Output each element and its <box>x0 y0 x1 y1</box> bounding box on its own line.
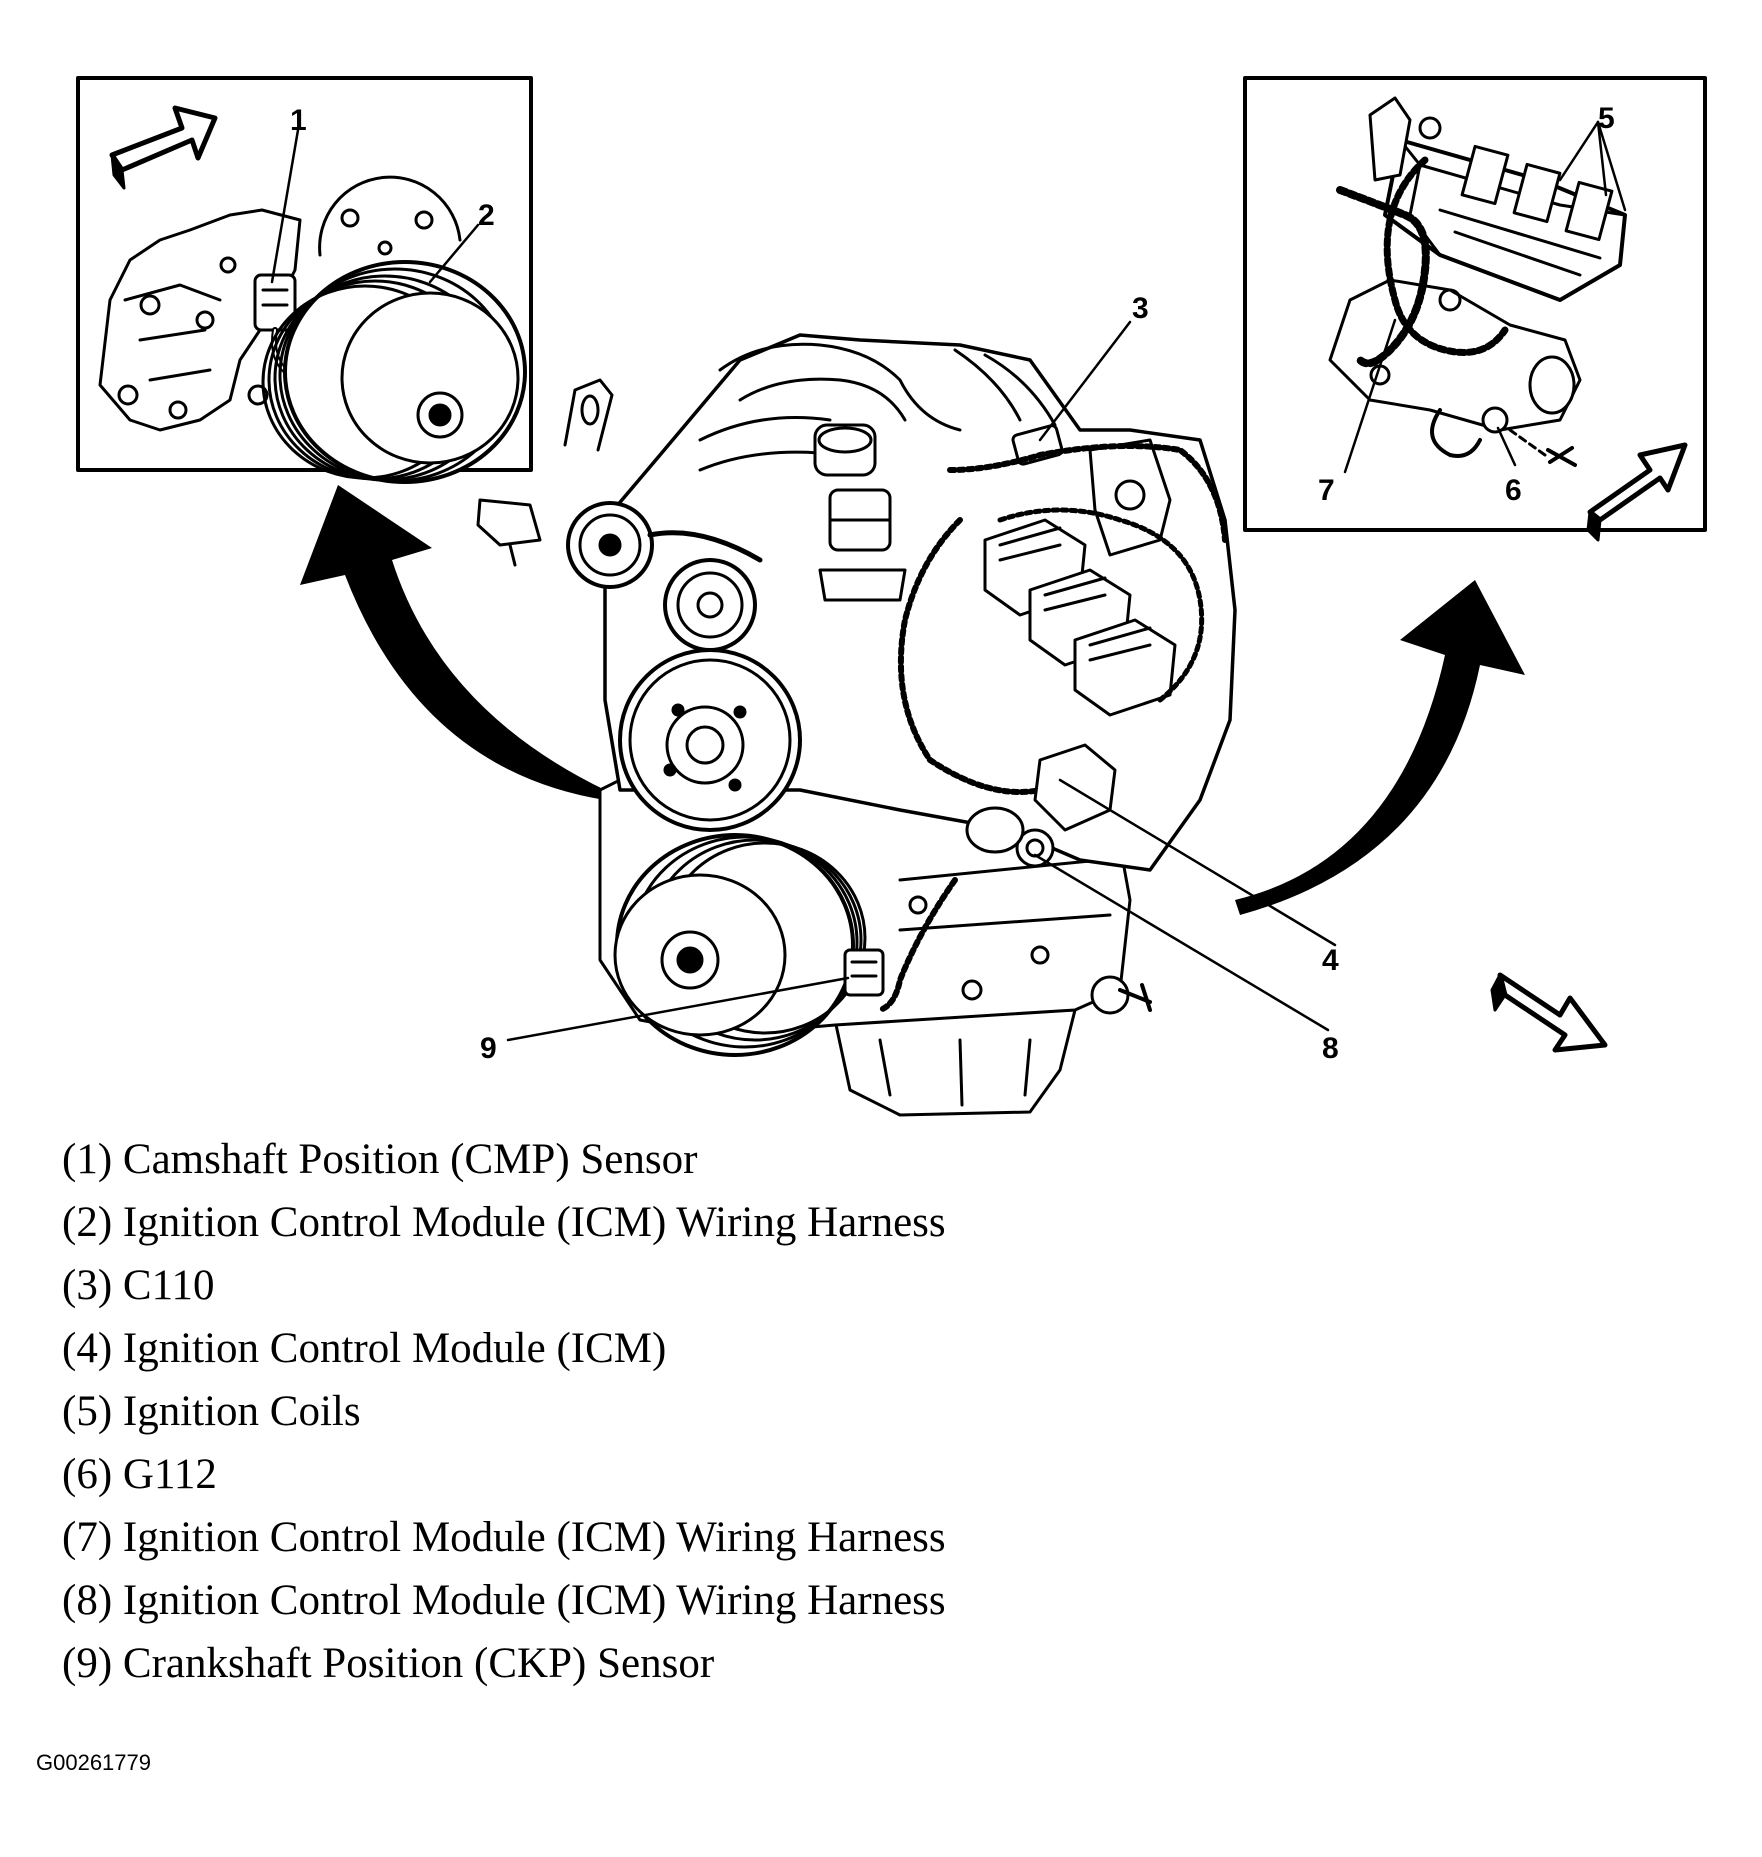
right-inset-view: 5 7 6 <box>1243 76 1707 542</box>
ignition-coil <box>983 518 1177 717</box>
callout-4: 4 <box>1322 944 1339 977</box>
callout-2: 2 <box>478 199 495 232</box>
direction-arrow-icon <box>1587 442 1688 523</box>
legend-item: (8) Ignition Control Module (ICM) Wiring… <box>62 1577 946 1624</box>
callout-1: 1 <box>290 104 307 137</box>
crankshaft-sensor <box>843 948 885 997</box>
direction-arrow-icon <box>109 105 218 173</box>
pulley <box>261 260 527 484</box>
direction-arrow-icon <box>1497 972 1608 1053</box>
legend-item: (4) Ignition Control Module (ICM) <box>62 1325 667 1372</box>
engine-diagram: 1 2 <box>76 76 1707 1117</box>
legend-item: (7) Ignition Control Module (ICM) Wiring… <box>62 1514 946 1561</box>
legend-item: (5) Ignition Coils <box>62 1388 361 1435</box>
callout-9: 9 <box>480 1032 497 1065</box>
legend-item: (1) Camshaft Position (CMP) Sensor <box>62 1136 698 1183</box>
engine-illustration <box>476 333 1237 1117</box>
pulley <box>613 833 867 1057</box>
legend-item: (9) Crankshaft Position (CKP) Sensor <box>62 1640 715 1687</box>
left-inset-view: 1 2 <box>76 76 533 484</box>
curved-pointer-arrow-icon <box>300 485 605 800</box>
legend-item: (3) C110 <box>62 1262 215 1309</box>
callout-6: 6 <box>1505 474 1522 507</box>
component-legend: (1) Camshaft Position (CMP) Sensor (2) I… <box>62 1128 946 1695</box>
legend-item: (2) Ignition Control Module (ICM) Wiring… <box>62 1199 946 1246</box>
callout-8: 8 <box>1322 1032 1339 1065</box>
callout-5: 5 <box>1598 102 1615 135</box>
legend-item: (6) G112 <box>62 1451 217 1498</box>
figure-id: G00261779 <box>36 1750 151 1775</box>
callout-3: 3 <box>1132 292 1149 325</box>
callout-7: 7 <box>1318 474 1335 507</box>
curved-pointer-arrow-icon <box>1235 580 1525 915</box>
